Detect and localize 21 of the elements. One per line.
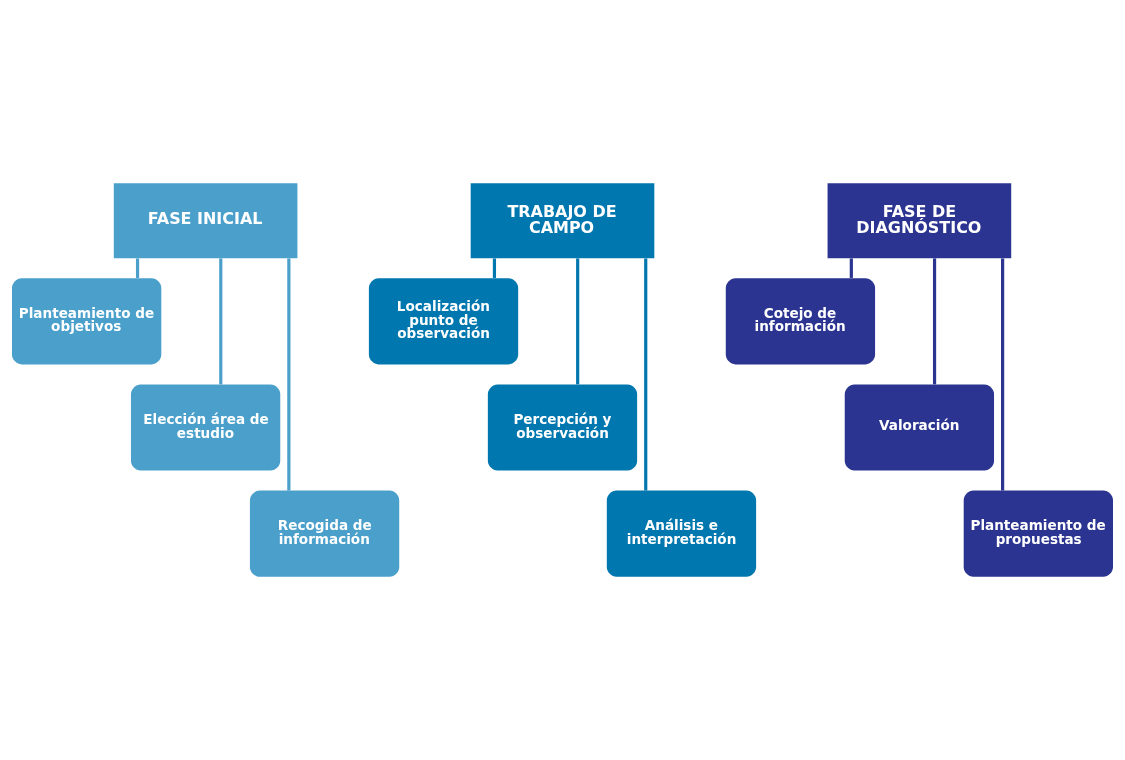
node-box: Análisis e interpretación <box>606 490 757 577</box>
node-box: Cotejo de información <box>725 278 876 365</box>
connector <box>135 258 140 278</box>
node-box: FASE INICIAL <box>113 183 298 259</box>
node-box: Planteamiento de propuestas <box>963 490 1113 577</box>
node-box: Percepción y observación <box>487 384 638 471</box>
connector <box>1001 258 1005 491</box>
node-box: Valoración <box>844 384 995 471</box>
connector <box>932 258 937 385</box>
node-box: FASE DE DIAGNÓSTICO <box>827 183 1012 259</box>
connector <box>644 258 648 491</box>
node-box: Elección área de estudio <box>130 384 281 471</box>
node-box: Localización punto de observación <box>368 278 519 365</box>
connector <box>219 258 223 385</box>
node-box: Planteamiento de objetivos <box>12 278 162 365</box>
connector <box>576 258 580 385</box>
connector <box>849 258 853 278</box>
connector <box>492 258 497 278</box>
node-box: TRABAJO DE CAMPO <box>470 183 655 259</box>
node-box: Recogida de información <box>249 490 400 577</box>
connector <box>287 258 291 491</box>
